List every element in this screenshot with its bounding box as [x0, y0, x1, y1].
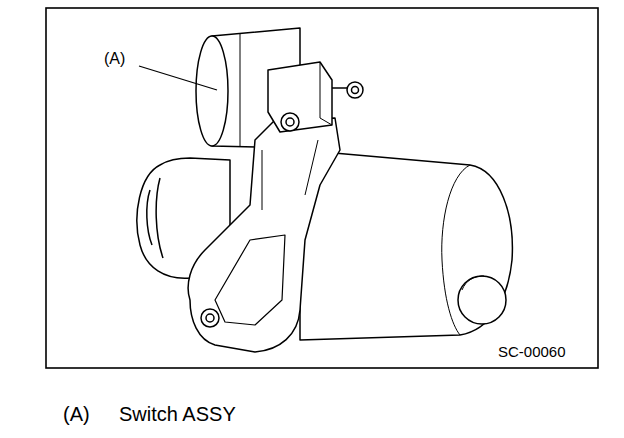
mount-hole: [206, 314, 214, 322]
mounting-flange: [188, 118, 340, 352]
flange-window: [215, 235, 285, 325]
motor-yoke: [300, 150, 512, 340]
terminal-stud: [332, 87, 348, 89]
terminal-edge: [320, 62, 332, 125]
terminal-block: [268, 62, 332, 132]
mount-hole: [201, 309, 219, 327]
switch-end-cap: [196, 36, 228, 146]
callout-letter: (A): [103, 50, 126, 68]
part-name: Switch ASSY: [118, 403, 237, 425]
caption-letter: (A): [62, 403, 91, 425]
housing-rib: [147, 190, 152, 245]
housing-rib: [156, 178, 163, 258]
figure-code: SC-00060: [497, 344, 567, 361]
figure-frame: [46, 8, 598, 368]
terminal-bolt: [286, 118, 294, 126]
end-cap: [458, 276, 506, 324]
end-cap-edge: [462, 276, 484, 290]
flange-rib: [262, 140, 318, 210]
terminal-bolt: [281, 113, 299, 131]
leader-line: [139, 66, 217, 90]
terminal-bolt: [352, 87, 359, 94]
switch-seam: [240, 34, 241, 146]
terminal-bolt: [347, 82, 363, 98]
starter-motor: [137, 28, 512, 352]
